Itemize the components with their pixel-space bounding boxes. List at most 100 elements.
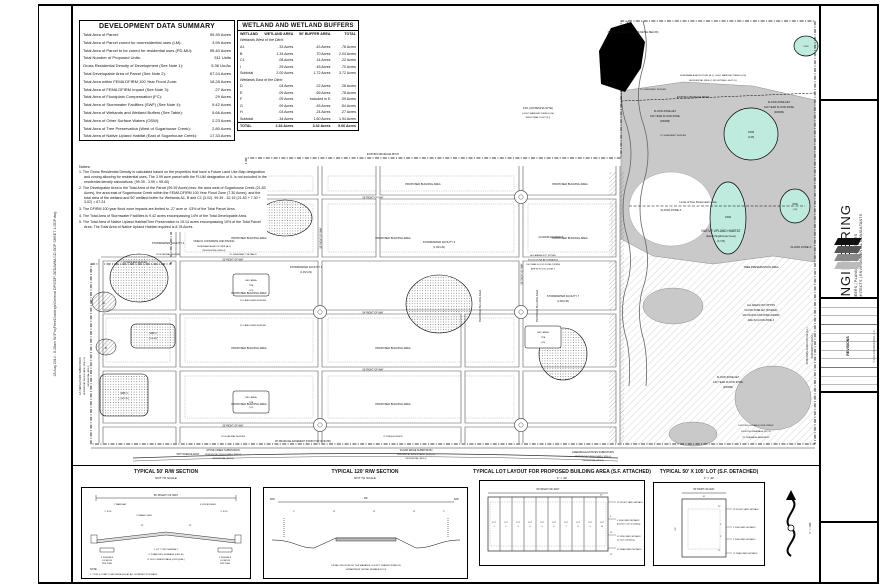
svg-text:(.22): (.22) (249, 290, 254, 292)
svg-text:5': 5' (720, 524, 722, 526)
stormwater-ponds (99, 199, 588, 417)
svg-text:50' RIGHT OF WAY: 50' RIGHT OF WAY (320, 227, 323, 248)
titleblock-revisions: REVISIONS © ZNS ENGINEERING, L.C. (820, 298, 878, 392)
svg-text:20' ROADWAY BUFFER: 20' ROADWAY BUFFER (221, 435, 245, 438)
detail-title-lot-layout: TYPICAL LOT LAYOUT FOR PROPOSED BUILDING… (473, 469, 651, 480)
svg-text:FLOOD ZONE AE7: FLOOD ZONE AE7 (717, 375, 740, 379)
svg-text:LOT: LOT (528, 522, 533, 524)
svg-text:SUGAR RIDGE SUBDIVISION: SUGAR RIDGE SUBDIVISION (400, 449, 433, 452)
svg-text:LOT: LOT (492, 522, 497, 524)
svg-text:ALL AREAS NOT WITHIN: ALL AREAS NOT WITHIN (747, 304, 775, 307)
svg-text:25' DRAINAGE EASEMENT: 25' DRAINAGE EASEMENT (742, 436, 770, 439)
svg-text:NOTE:: NOTE: (90, 568, 98, 571)
svg-text:9: 9 (589, 526, 591, 528)
svg-text:(.28): (.28) (793, 209, 798, 211)
svg-text:FLOOD ZONE X: FLOOD ZONE X (791, 245, 812, 249)
svg-text:FLOOD ZONE AE7: FLOOD ZONE AE7 (768, 100, 791, 104)
svg-text:FLOOD ZONE X: FLOOD ZONE X (661, 208, 682, 212)
svg-text:PROPOSED BUILDING AREA: PROPOSED BUILDING AREA (405, 182, 441, 186)
svg-text:50' RIGHT OF WAY: 50' RIGHT OF WAY (154, 493, 179, 497)
svg-text:25' WETLAND BUFFER: 25' WETLAND BUFFER (123, 261, 147, 264)
svg-text:5' SIDE YARD SETBACK: 5' SIDE YARD SETBACK (733, 538, 756, 541)
svg-text:OSW: OSW (803, 46, 809, 48)
svg-text:54TH AVENUE EAST: 54TH AVENUE EAST (177, 453, 200, 456)
svg-text:FPL (ANTENNA SITE): FPL (ANTENNA SITE) (523, 106, 553, 110)
svg-text:OSW: OSW (725, 215, 732, 219)
svg-text:REC AREA: REC AREA (245, 279, 257, 282)
svg-text:6" STABILIZED SUBBASE (LBR 40): 6" STABILIZED SUBBASE (LBR 40) (148, 553, 184, 556)
svg-text:13': 13' (610, 554, 613, 556)
svg-text:PROPOSED BUILDING AREA: PROPOSED BUILDING AREA (231, 402, 267, 406)
svg-text:GREENDALE ESTATES SUBDIVISION: GREENDALE ESTATES SUBDIVISION (572, 451, 614, 454)
drainage-ditch-line (620, 92, 816, 102)
svg-text:PROPOSED BUILDING AREA: PROPOSED BUILDING AREA (552, 236, 588, 240)
svg-text:15' GREENBELT SETBACK: 15' GREENBELT SETBACK (229, 253, 257, 256)
revisions-label: REVISIONS (846, 336, 850, 356)
svg-text:12': 12' (189, 525, 192, 527)
svg-text:100 YEAR FLOOD ZONE (DFIRM): 100 YEAR FLOOD ZONE (DFIRM) (526, 263, 560, 266)
svg-text:(East of Sugarhouse Creek): (East of Sugarhouse Creek) (706, 235, 736, 238)
svg-text:12': 12' (141, 525, 144, 527)
svg-text:12': 12' (333, 511, 336, 513)
svg-text:ARE IN FLOOD ZONE X: ARE IN FLOOD ZONE X (748, 319, 775, 322)
detail-title-50x105: TYPICAL 50' X 105' LOT (S.F. DETACHED)1"… (659, 469, 759, 480)
svg-text:2' PARKWAY: 2' PARKWAY (114, 503, 127, 506)
svg-text:2: 2 (505, 526, 507, 528)
detail-50rw-section: 50' RIGHT OF WAY 2' PARKWAY 6' HYDROSEED… (81, 487, 251, 579)
svg-text:LOCATION: LOCATION (102, 559, 113, 562)
svg-text:(LIGHT MANUFACTURING (LM): (LIGHT MANUFACTURING (LM) (522, 112, 554, 115)
svg-text:SUBURBAN AGRICULTURE (A-1), LI: SUBURBAN AGRICULTURE (A-1), LIGHT MANUFA… (680, 74, 746, 77)
svg-text:(1.95): (1.95) (748, 136, 754, 139)
existing-structure (599, 22, 645, 92)
svg-text:PROPOSED BUILDING AREA: PROPOSED BUILDING AREA (479, 289, 482, 322)
plan-notes: Notes: 1. The Gross Residential Density … (79, 164, 267, 232)
svg-text:2' MIAMI CURB: 2' MIAMI CURB (136, 514, 152, 517)
svg-text:ARE IN FLOOD ZONE X: ARE IN FLOOD ZONE X (531, 268, 556, 271)
svg-text:4: 4 (529, 526, 531, 528)
svg-text:0': 0' (610, 516, 612, 518)
svg-text:12': 12' (413, 511, 416, 513)
svg-text:8: 8 (577, 526, 579, 528)
svg-text:23' FRONT YARD SETBACK: 23' FRONT YARD SETBACK (617, 501, 643, 504)
svg-text:(DFIRM): (DFIRM) (774, 110, 784, 114)
svg-text:LOCATION: LOCATION (220, 559, 231, 562)
svg-text:EXISTING DRAINAGE DITCH: EXISTING DRAINAGE DITCH (367, 153, 400, 156)
svg-text:50' RIGHT OF WAY: 50' RIGHT OF WAY (223, 259, 244, 262)
svg-text:5' SIDEWALK: 5' SIDEWALK (101, 556, 114, 559)
north-arrow: 1" = 100' (786, 490, 812, 557)
svg-text:50' RIGHT-OF-WAY: 50' RIGHT-OF-WAY (693, 488, 715, 491)
svg-text:12': 12' (373, 511, 376, 513)
svg-text:2' SOD: 2' SOD (221, 511, 228, 513)
svg-text:13' REAR YARD SETBACK: 13' REAR YARD SETBACK (733, 552, 758, 555)
rec-areas (232, 273, 562, 414)
svg-text:STONE CREEK SUBDIVISION: STONE CREEK SUBDIVISION (206, 449, 239, 452)
svg-text:1 1/2" TYPE II ASPHALT: 1 1/2" TYPE II ASPHALT (154, 548, 179, 551)
svg-text:(1.45/1.09): (1.45/1.09) (300, 271, 312, 274)
svg-text:8" SOIL CEMENT BASE (OR EQUAL): 8" SOIL CEMENT BASE (OR EQUAL) (147, 558, 184, 561)
svg-text:15': 15' (718, 550, 721, 552)
flood-zone-patch (734, 365, 812, 431)
svg-text:50' RIGHT OF WAY: 50' RIGHT OF WAY (223, 425, 244, 428)
roundabout (313, 190, 528, 432)
svg-text:DETAIL PROVIDED BY THE MANATEE: DETAIL PROVIDED BY THE MANATEE COUNTY TR… (331, 564, 400, 567)
svg-text:RESIDENTIAL (RES-4): RESIDENTIAL (RES-4) (87, 365, 90, 386)
svg-text:50' RIGHT OF WAY: 50' RIGHT OF WAY (521, 263, 524, 284)
svg-text:SUBURBAN AGRICULTURE (A-1): SUBURBAN AGRICULTURE (A-1) (197, 245, 231, 248)
svg-text:RESIDENTIAL (RES-4): RESIDENTIAL (RES-4) (203, 249, 226, 252)
svg-text:RESIDENTIAL SINGLE FAMILY (RSF: RESIDENTIAL SINGLE FAMILY (RSF-4) (575, 455, 611, 458)
svg-text:RESIDENTIAL SINGLE FAMILY (RSF: RESIDENTIAL SINGLE FAMILY (RSF-4) (205, 453, 241, 456)
svg-text:(.55/1.50): (.55/1.50) (119, 398, 129, 400)
svg-text:A1: A1 (102, 301, 106, 305)
svg-text:RESIDENTIAL SINGLE FAMILY (RSF: RESIDENTIAL SINGLE FAMILY (RSF-4.5) (397, 453, 435, 456)
osw-pond (723, 107, 779, 161)
svg-text:PROPOSED BUILDING AREA: PROPOSED BUILDING AREA (552, 182, 588, 186)
svg-text:ALL AREAS NOT WITHIN: ALL AREAS NOT WITHIN (530, 254, 556, 257)
detail-50x105-lot: 50' RIGHT-OF-WAY 50' 105' 20' 23' FRONT … (653, 482, 765, 566)
svg-text:5' SIDEWALK: 5' SIDEWALK (219, 556, 232, 559)
left-margin (38, 5, 72, 583)
svg-text:50' RIGHT-OF-WAY: 50' RIGHT-OF-WAY (537, 487, 560, 491)
